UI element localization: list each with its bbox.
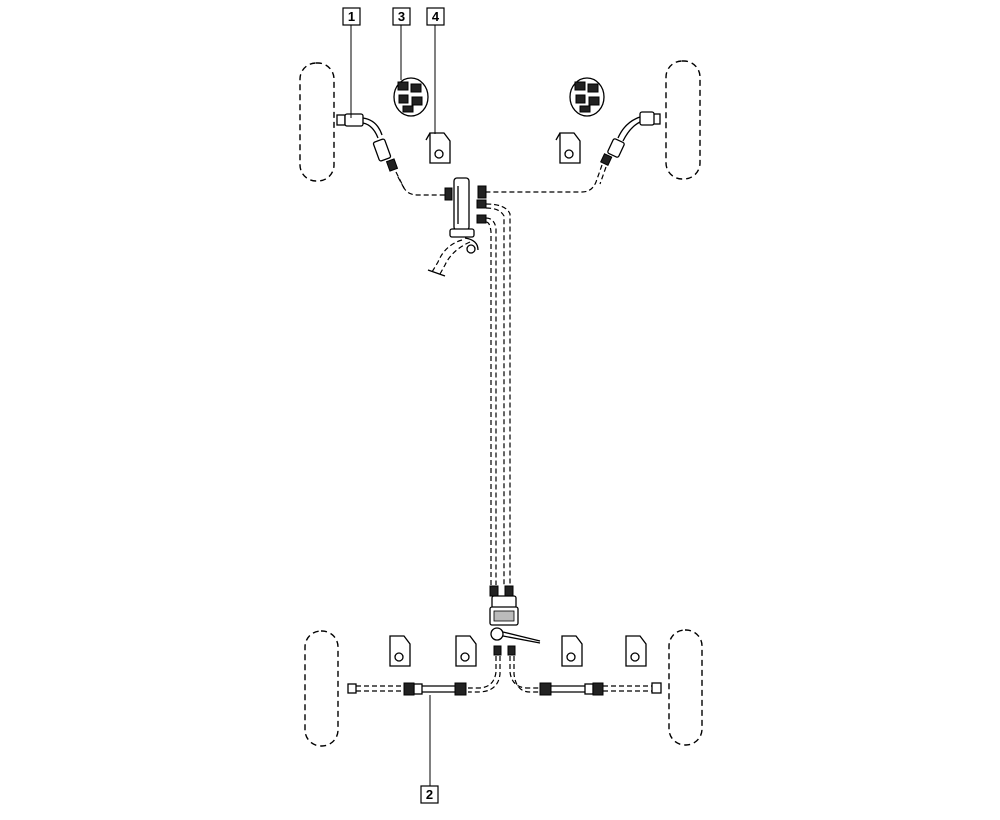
callout-1: 1 bbox=[342, 7, 361, 118]
brake-compensator bbox=[489, 595, 541, 656]
master-cylinder bbox=[427, 177, 487, 277]
rear-left-brake-hose bbox=[347, 656, 501, 696]
central-brake-pipes bbox=[485, 203, 514, 597]
callout-3: 3 bbox=[392, 7, 411, 80]
front-right-bracket bbox=[555, 132, 581, 164]
callout-2-label: 2 bbox=[426, 787, 433, 802]
callout-4: 4 bbox=[426, 7, 445, 134]
callout-2: 2 bbox=[420, 695, 439, 804]
front-left-bracket bbox=[425, 132, 451, 164]
front-right-caliper-pad bbox=[569, 77, 605, 117]
rear-bracket-3 bbox=[561, 635, 583, 667]
rear-left-wheel bbox=[304, 630, 339, 747]
rear-bracket-2 bbox=[455, 635, 477, 667]
rear-bracket-1 bbox=[389, 635, 411, 667]
front-right-brake-hose bbox=[477, 111, 661, 199]
callout-4-label: 4 bbox=[432, 9, 440, 24]
rear-bracket-4 bbox=[625, 635, 647, 667]
front-left-wheel bbox=[299, 62, 335, 182]
callout-1-label: 1 bbox=[348, 9, 355, 24]
callout-3-label: 3 bbox=[398, 9, 405, 24]
front-left-caliper-pad bbox=[393, 77, 429, 117]
front-right-wheel bbox=[665, 60, 701, 180]
front-left-brake-hose bbox=[336, 113, 453, 201]
rear-right-wheel bbox=[668, 629, 703, 746]
rear-right-brake-hose bbox=[509, 656, 662, 696]
